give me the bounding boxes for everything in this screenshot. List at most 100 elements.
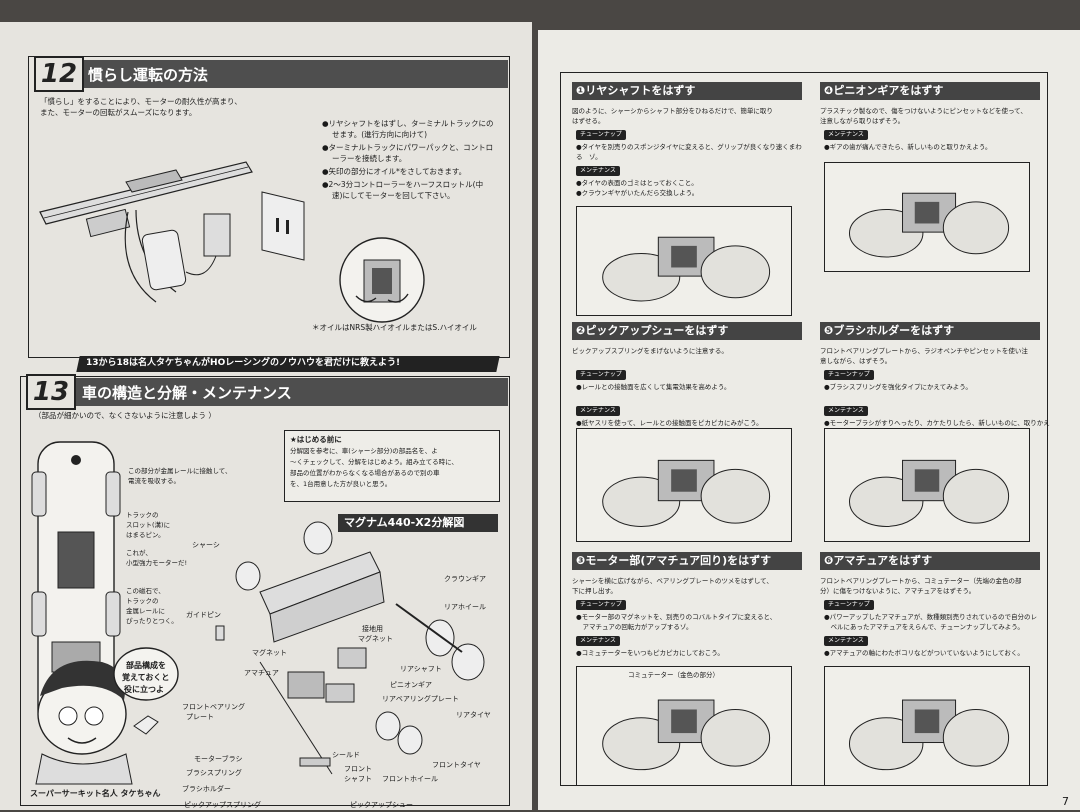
section-13-banner-text: 13から18は名人タケちゃんがHOレーシングのノウハウを君だけに教えよう! <box>86 358 401 368</box>
panel-5-maintenance-tag: メンテナンス <box>576 636 620 646</box>
panel-4-maintenance-tag: メンテナンス <box>824 406 868 416</box>
part-label-chassis: シャーシ <box>192 541 220 549</box>
panel-5-text-2: 下に押し出す。 <box>572 587 617 595</box>
callout-4b: トラックの <box>126 597 159 605</box>
callout-2b: スロット(溝)に <box>126 521 171 529</box>
right-page: 7 ❶リヤシャフトをはずす図のように、シャーシからシャフト部分をひねるだけで、簡… <box>538 30 1080 810</box>
speech-bubble-line-1: 部品構成を <box>126 661 166 670</box>
panel-1-text-1: 図のように、シャーシからシャフト部分をひねるだけで、簡単に取り <box>572 107 773 115</box>
panel-1-tune-text-2: る ゾ。 <box>576 153 602 161</box>
before-start-line-5: を、1台用意した方が良いと思う。 <box>290 480 392 488</box>
panel-6-tune-text-1: ●パワーアップしたアマチュアが、数種類別売りされているので自分のレ <box>824 613 1037 621</box>
callout-2a: トラックの <box>126 511 159 519</box>
panel-4-maint-text-1: ●モーターブラシがすりへったり、カケたりしたら、新しいものに、取りかえ <box>824 419 1050 427</box>
section-13-frame <box>20 376 510 806</box>
part-label-front-wheel: フロントホイール <box>382 775 438 783</box>
panel-3-maintenance-tag: メンテナンス <box>576 406 620 416</box>
part-label-rear-shaft: リアシャフト <box>400 665 442 673</box>
panel-1-tuneup-tag: チューンナップ <box>576 130 626 140</box>
callout-3a: これが、 <box>126 549 152 557</box>
s12-bullet-1b: せます。(進行方向に向けて) <box>332 130 428 139</box>
panel-5-tune-text-2: アマチュアの回転力がアップするゾ。 <box>576 623 693 631</box>
right-page-frame <box>560 72 1048 786</box>
section-12-intro-1: 「慣らし」をすることにより、モーターの耐久性が高まり、 <box>40 97 242 106</box>
callout-4c: 金属レールに <box>126 607 165 615</box>
part-label-rear-tire: リアタイヤ <box>456 711 491 719</box>
takechan-mascot-illustration <box>35 647 179 785</box>
panel-2-maint-text-1: ●ギアの歯が痛んできたら、新しいものと取りかえよう。 <box>824 143 992 151</box>
part-label-brush-spring: ブラシスプリング <box>186 769 242 777</box>
panel-4-text-2: 意しながら、はずそう。 <box>820 357 892 365</box>
panel-2-illustration <box>824 162 1030 272</box>
panel-2-text-1: プラスチック製なので、傷をつけないようにピンセットなどを使って、 <box>820 107 1027 115</box>
wall-outlet-illustration <box>261 191 305 261</box>
section-12-title: 慣らし運転の方法 <box>88 66 209 84</box>
panel-3-maint-text-1: ●紙ヤスリを使って、レールとの接触面をピカピカにみがこう。 <box>576 419 763 427</box>
s12-bullet-2a: ●ターミナルトラックにパワーパックと、コントロ <box>322 143 494 152</box>
diagram-title: マグナム440-X2分解図 <box>344 516 465 529</box>
panel-1-maintenance-tag: メンテナンス <box>576 166 620 176</box>
panel-5-illustration <box>576 666 792 786</box>
panel-5-tune-text-1: ●モーター部のマグネットを、別売りのコバルトタイプに変えると、 <box>576 613 777 621</box>
part-label-rear-wheel: リアホイール <box>444 603 486 611</box>
panel-1-maint-text-2: ●クラウンギヤがいたんだら交換しよう。 <box>576 189 699 197</box>
chassis-bottom-illustration <box>31 441 121 733</box>
part-label-shield: シールド <box>332 751 360 759</box>
section-12-intro-2: また、モーターの回転がスムーズになります。 <box>40 108 197 117</box>
part-label-front-bearing-2: プレート <box>186 713 214 721</box>
callout-4a: この磁石で、 <box>126 587 165 595</box>
part-label-pickup-shoe: ピックアップシュー <box>350 801 413 809</box>
part-label-ground-magnet-2: マグネット <box>358 635 393 643</box>
panel-6-title: ❻アマチュアをはずす <box>820 552 1040 570</box>
before-start-line-2: 分解図を参考に、車(シャーシ部分)の部品名を、よ <box>290 447 438 455</box>
s12-bullet-1a: ●リヤシャフトをはずし、ターミナルトラックにの <box>322 119 494 128</box>
section-12-note: ＊オイルはNRS製ハイオイルまたはS.ハイオイル <box>312 323 477 332</box>
panel-3-text-1: ピックアップスプリングをまげないように注意する。 <box>572 347 728 355</box>
callout-1b: 電流を吸収する。 <box>128 477 180 485</box>
part-label-motor-brush: モーターブラシ <box>194 755 243 763</box>
panel-1-maint-text-1: ●タイヤの表面のゴミはとっておくこと。 <box>576 179 698 187</box>
speech-bubble-line-3: 役に立つよ <box>124 685 164 694</box>
part-label-armature: アマチュア <box>244 669 279 677</box>
panel-5-text-1: シャーシを横に広げながら、ベアリングプレートのツメをはずして、 <box>572 577 773 585</box>
left-page: 慣らし運転の方法 12 「慣らし」をすることにより、モーターの耐久性が高まり、 … <box>0 22 532 810</box>
part-label-pickup-spring: ピックアップスプリング <box>184 801 261 809</box>
s12-bullet-4a: ●2～3分コントローラーをハーフスロットル(中 <box>322 180 484 189</box>
before-start-line-3: ～くチェックして、分解をはじめよう。組み立てる時に、 <box>290 458 458 466</box>
s12-bullet-3: ●矢印の部分にオイル*をさしておきます。 <box>322 167 467 176</box>
s12-bullet-4b: 速)にしてモーターを回して下さい。 <box>332 191 455 200</box>
panel-6-text-2: 分）に傷をつけないように、アマチュアをはずそう。 <box>820 587 976 595</box>
panel-4-illustration <box>824 428 1030 542</box>
part-label-front-bearing-1: フロントベアリング <box>182 703 245 711</box>
panel-5-commutator-label: コミュテーター（金色の部分） <box>628 671 719 679</box>
track-illustration <box>39 161 253 303</box>
s12-bullet-2b: ーラーを接続します。 <box>332 154 407 163</box>
panel-5-title: ❸モーター部(アマチュア回り)をはずす <box>572 552 802 570</box>
panel-5-maint-text-1: ●コミュテーターをいつもピカピカにしておこう。 <box>576 649 724 657</box>
panel-4-text-1: フロントベアリングプレートから、ラジオペンチやピンセットを使い注 <box>820 347 1028 355</box>
panel-3-tuneup-tag: チューンナップ <box>576 370 626 380</box>
panel-3-tune-text-1: ●レールとの接触面を広くして集電効果を高めよう。 <box>576 383 731 391</box>
part-label-guide-pin: ガイドピン <box>186 611 221 619</box>
section-13-number: 13 <box>26 374 76 410</box>
before-start-box <box>284 430 500 502</box>
callout-1a: この部分が金属レールに接触して、 <box>128 467 232 475</box>
part-label-crown-gear: クラウンギア <box>444 575 486 583</box>
callout-2c: はまるピン。 <box>126 531 165 539</box>
panel-1-text-2: はずせる。 <box>572 117 605 125</box>
page-number: 7 <box>1062 795 1069 808</box>
before-start-line-4: 部品の位置がわからなくなる場合があるので別の車 <box>290 469 440 477</box>
panel-1-illustration <box>576 206 792 316</box>
panel-5-tuneup-tag: チューンナップ <box>576 600 626 610</box>
panel-6-tuneup-tag: チューンナップ <box>824 600 874 610</box>
panel-1-title: ❶リヤシャフトをはずす <box>572 82 802 100</box>
panel-6-text-1: フロントベアリングプレートから、コミュテーター（先端の金色の部 <box>820 577 1022 585</box>
part-label-brush-holder: ブラシホルダー <box>182 785 231 793</box>
section-12-header: 慣らし運転の方法 <box>60 60 508 88</box>
exploded-diagram <box>215 521 485 775</box>
panel-1-tune-text-1: ●タイヤを別売りのスポンジタイヤに変えると、グリップが良くなり速くまわ <box>576 143 802 151</box>
part-label-front-shaft-1: フロント <box>344 765 372 773</box>
section-13-title: 車の構造と分解・メンテナンス <box>82 384 292 402</box>
panel-4-tuneup-tag: チューンナップ <box>824 370 874 380</box>
panel-3-title: ❷ピックアップシューをはずす <box>572 322 802 340</box>
